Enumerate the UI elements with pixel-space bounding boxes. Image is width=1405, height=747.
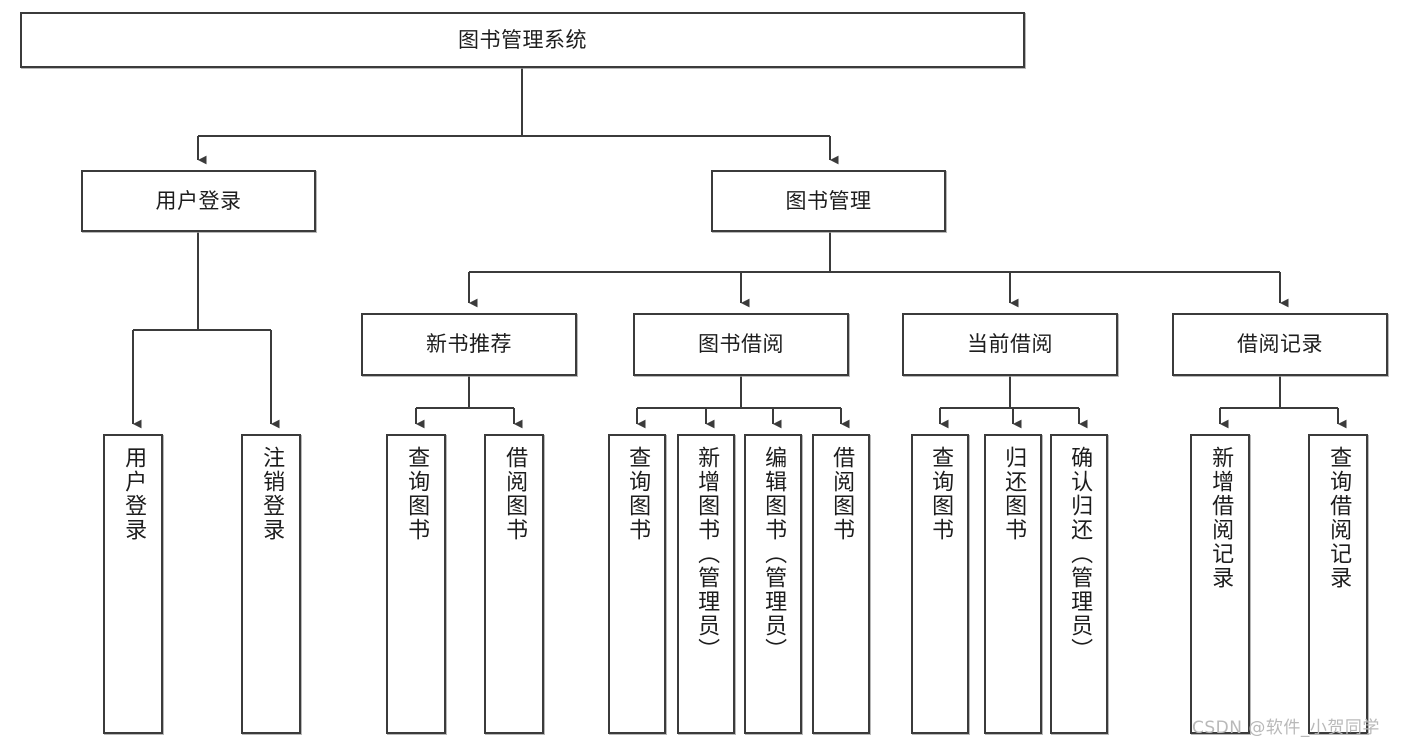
node-user-login-label: 用户登录 (155, 188, 242, 213)
leaf-node[interactable]: 借阅图书 (484, 434, 544, 734)
leaf-node-label: 查询图书 (404, 446, 430, 542)
node-borrow-record-label: 借阅记录 (1237, 332, 1323, 357)
leaf-node-label: 确认归还（管理员） (1067, 446, 1093, 662)
leaf-node-label: 编辑图书（管理员） (761, 446, 787, 662)
leaf-node[interactable]: 查询借阅记录 (1308, 434, 1368, 734)
node-root-label: 图书管理系统 (458, 27, 587, 52)
node-book-borrow-label: 图书借阅 (698, 332, 784, 357)
leaf-node-label: 借阅图书 (502, 446, 528, 542)
leaf-node[interactable]: 编辑图书（管理员） (744, 434, 802, 734)
leaf-node[interactable]: 借阅图书 (812, 434, 870, 734)
node-borrow-record[interactable]: 借阅记录 (1172, 313, 1388, 376)
node-current-borrow[interactable]: 当前借阅 (902, 313, 1118, 376)
leaf-node-label: 查询图书 (625, 446, 651, 542)
leaf-node[interactable]: 新增借阅记录 (1190, 434, 1250, 734)
leaf-node[interactable]: 用户登录 (103, 434, 163, 734)
leaf-node-label: 查询借阅记录 (1326, 446, 1352, 590)
leaf-node-label: 注销登录 (259, 446, 285, 542)
leaf-node-label: 查询图书 (928, 446, 954, 542)
node-book-management-label: 图书管理 (785, 188, 872, 213)
leaf-node[interactable]: 新增图书（管理员） (677, 434, 735, 734)
leaf-node[interactable]: 归还图书 (984, 434, 1042, 734)
node-root[interactable]: 图书管理系统 (20, 12, 1025, 68)
leaf-node[interactable]: 查询图书 (608, 434, 666, 734)
leaf-node-label: 归还图书 (1001, 446, 1027, 542)
leaf-node[interactable]: 确认归还（管理员） (1050, 434, 1108, 734)
leaf-node-label: 用户登录 (121, 446, 147, 542)
node-current-borrow-label: 当前借阅 (967, 332, 1053, 357)
node-new-book-recommend-label: 新书推荐 (426, 332, 512, 357)
leaf-node[interactable]: 查询图书 (911, 434, 969, 734)
node-book-borrow[interactable]: 图书借阅 (633, 313, 849, 376)
leaf-node-label: 借阅图书 (829, 446, 855, 542)
leaf-node[interactable]: 注销登录 (241, 434, 301, 734)
leaf-node-label: 新增借阅记录 (1208, 446, 1234, 590)
leaf-node-label: 新增图书（管理员） (694, 446, 720, 662)
leaf-node[interactable]: 查询图书 (386, 434, 446, 734)
node-user-login[interactable]: 用户登录 (81, 170, 316, 232)
node-new-book-recommend[interactable]: 新书推荐 (361, 313, 577, 376)
node-book-management[interactable]: 图书管理 (711, 170, 946, 232)
